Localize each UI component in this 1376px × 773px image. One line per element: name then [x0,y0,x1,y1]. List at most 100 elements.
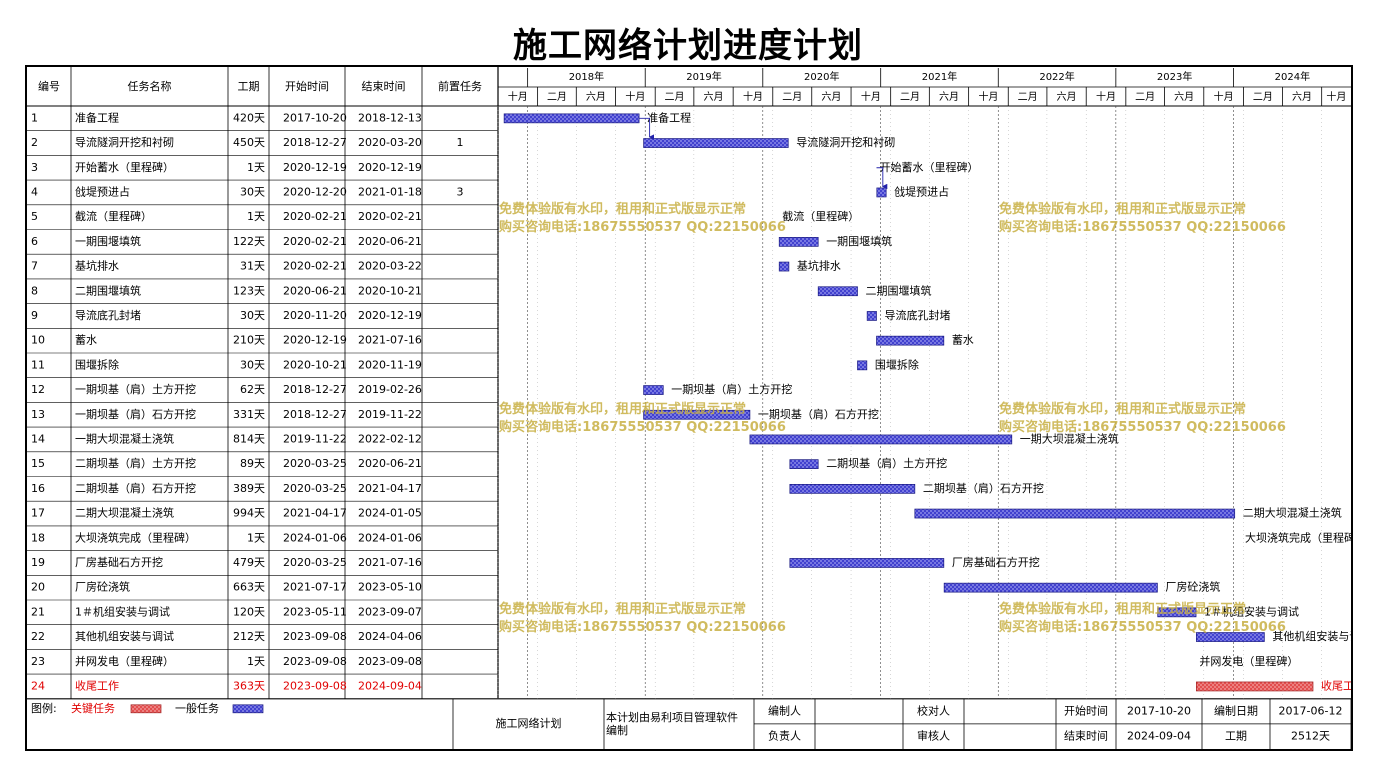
task-duration-cell: 363天 [233,679,265,692]
quarter-label: 十月 [1096,90,1116,103]
year-label: 2024年 [1275,70,1310,83]
footer-date: 2017-06-12 [1279,704,1343,717]
year-label: 2018年 [569,70,604,83]
task-name-cell: 戗堤预进占 [75,184,130,198]
footer-compiler_label: 编制人 [768,703,801,717]
task-end-cell: 2024-01-05 [358,507,422,520]
task-id-cell: 7 [31,260,38,273]
task-end-cell: 2024-09-04 [358,679,422,692]
header-start: 开始时间 [285,79,329,93]
task-id-cell: 13 [31,408,45,421]
task-name-cell: 一期围堰填筑 [75,234,141,248]
task-duration-cell: 123天 [233,284,265,297]
task-id-cell: 3 [31,161,38,174]
task-id-cell: 21 [31,605,45,618]
legend-critical-label: 关键任务 [71,701,115,715]
task-start-cell: 2018-12-27 [283,408,347,421]
task-id-cell: 14 [31,432,45,445]
quarter-label: 六月 [939,91,959,103]
task-name-cell: 其他机组安装与调试 [75,629,174,643]
normal-task-bar [503,113,640,124]
normal-task-bar [857,360,868,371]
task-start-cell: 2020-03-25 [283,556,347,569]
task-end-cell: 2020-03-22 [358,260,422,273]
page-title: 施工网络计划进度计划 [513,26,863,66]
task-bar-label: 其他机组安装与调试 [1272,629,1351,643]
task-bar-label: 1＃机组安装与调试 [1204,604,1299,618]
normal-task-bar [1196,632,1265,642]
footer-note-line1: 本计划由易利项目管理软件 [606,710,738,724]
task-end-cell: 2021-01-18 [358,185,422,198]
task-end-cell: 2021-04-17 [358,482,422,495]
normal-task-bar [943,582,1158,593]
task-start-cell: 2020-02-21 [283,235,347,248]
task-bar-label: 一期围堰填筑 [826,234,892,248]
quarter-label: 六月 [1057,91,1077,103]
task-duration-cell: 994天 [233,507,265,520]
task-duration-cell: 212天 [233,630,265,643]
task-start-cell: 2020-06-21 [283,284,347,297]
normal-task-bar [914,508,1236,519]
footer-note-line2: 编制 [606,723,628,737]
quarter-label: 二月 [547,91,567,103]
quarter-label: 二月 [1135,91,1155,103]
footer-end: 2024-09-04 [1127,729,1191,742]
task-id-cell: 23 [31,655,45,668]
task-duration-cell: 89天 [240,457,265,470]
task-duration-cell: 31天 [240,260,265,273]
task-name-cell: 一期坝基（肩）石方开挖 [75,407,196,421]
task-end-cell: 2020-11-19 [358,358,422,371]
task-duration-cell: 1天 [247,161,265,174]
task-id-cell: 19 [31,556,45,569]
task-end-cell: 2024-01-06 [358,531,422,544]
task-bar-label: 大坝浇筑完成（里程碑） [1245,530,1351,544]
normal-task-bar [643,409,751,420]
normal-task-bar [866,311,877,321]
normal-task-bar [876,187,887,198]
dependency-arrow [639,117,655,140]
header-pred: 前置任务 [438,79,482,93]
task-end-cell: 2021-07-16 [358,556,422,569]
quarter-label: 六月 [821,91,841,103]
task-bar-label: 导流隧洞开挖和衬砌 [796,135,895,149]
quarter-label: 二月 [665,91,685,103]
task-end-cell: 2020-06-21 [358,235,422,248]
task-bar-label: 二期坝基（肩）石方开挖 [923,481,1044,495]
quarter-label: 十月 [625,90,645,103]
task-id-cell: 1 [31,111,38,124]
quarter-label: 十月 [1214,90,1234,103]
task-name-cell: 二期围堰填筑 [75,283,141,297]
normal-task-bar [789,558,945,568]
footer-start_label: 开始时间 [1064,703,1108,717]
task-name-cell: 蓄水 [75,334,97,347]
task-duration-cell: 30天 [240,358,265,371]
quarter-label: 二月 [900,91,920,103]
legend-normal-label: 一般任务 [175,702,219,715]
normal-task-bar [1157,607,1197,618]
task-start-cell: 2020-02-21 [283,210,347,223]
task-name-cell: 大坝浇筑完成（里程碑） [75,530,196,544]
header-end: 结束时间 [362,80,406,93]
task-start-cell: 2020-12-19 [283,334,347,347]
task-start-cell: 2023-05-11 [283,605,347,618]
task-duration-cell: 389天 [233,482,265,495]
task-name-cell: 围堰拆除 [75,357,119,371]
footer-end_label: 结束时间 [1064,729,1108,742]
dependency-arrow [876,167,888,190]
task-start-cell: 2023-09-08 [283,655,347,668]
task-name-cell: 截流（里程碑） [75,209,152,223]
task-end-cell: 2021-07-16 [358,334,422,347]
task-name-cell: 基坑排水 [75,259,119,273]
year-label: 2019年 [686,70,721,83]
task-name-cell: 开始蓄水（里程碑） [75,160,174,174]
quarter-label: 十月 [743,90,763,103]
task-start-cell: 2021-04-17 [283,507,347,520]
task-end-cell: 2024-04-06 [358,630,422,643]
normal-task-bar [789,459,819,469]
task-end-cell: 2020-03-20 [358,136,422,149]
task-duration-cell: 450天 [233,136,265,149]
task-start-cell: 2021-07-17 [283,581,347,594]
normal-task-bar [778,261,790,272]
task-name-cell: 1＃机组安装与调试 [75,604,170,618]
task-bar-label: 二期围堰填筑 [865,283,931,297]
